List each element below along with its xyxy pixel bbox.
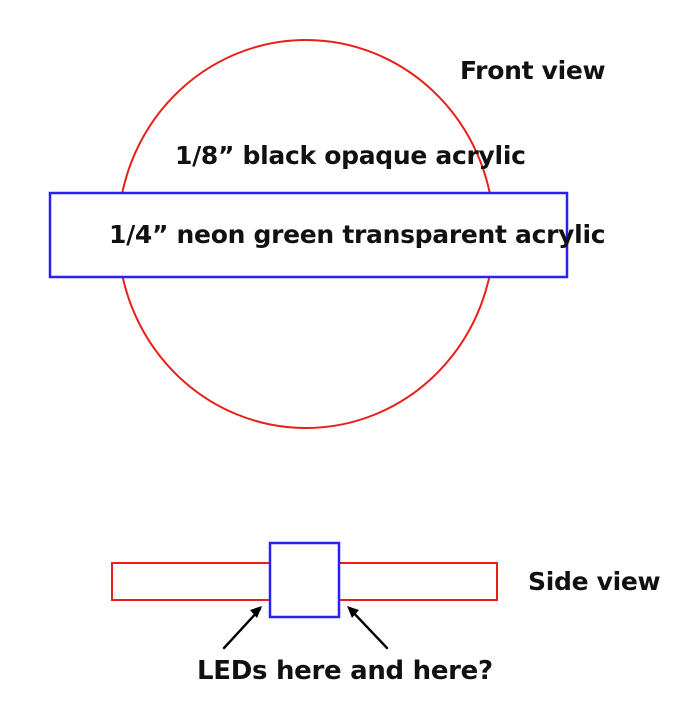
bar-material-label: 1/4” neon green transparent acrylic — [109, 220, 605, 249]
led-left-arrow — [222, 606, 262, 650]
side-bar-block — [268, 541, 341, 619]
led-annotation-label: LEDs here and here? — [197, 656, 493, 686]
disc-material-label: 1/8” black opaque acrylic — [175, 141, 526, 170]
front-view-group: Front view 1/8” black opaque acrylic 1/4… — [48, 39, 606, 429]
led-right-arrow — [347, 606, 389, 650]
front-view-label: Front view — [460, 56, 606, 85]
side-view-label: Side view — [528, 567, 661, 596]
front-bar-rect — [48, 191, 569, 279]
side-view-group: Side view LEDs here and here? — [111, 541, 661, 686]
